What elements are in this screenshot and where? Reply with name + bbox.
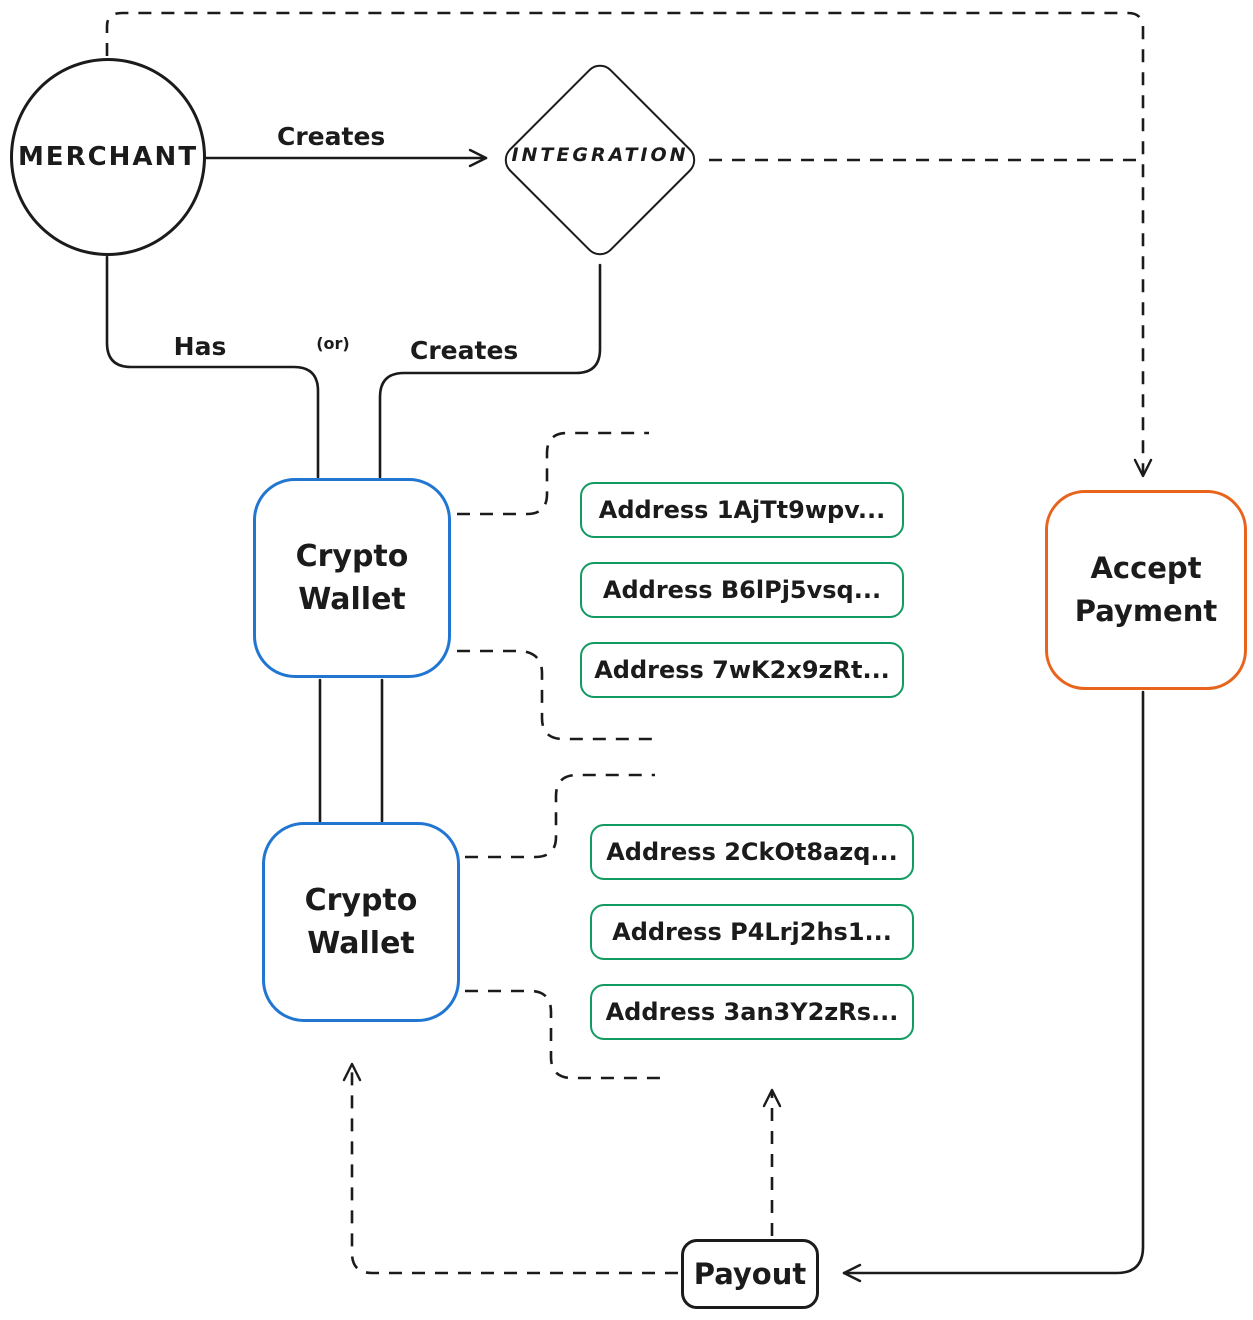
- address-label: Address P4Lrj2hs1...: [612, 918, 892, 946]
- edge-label-has: Has: [170, 332, 230, 361]
- edge-label-creates-mid: Creates: [410, 336, 519, 365]
- bracket-wallet2-addresses-top: [465, 773, 655, 859]
- edge-payout-wallet2: [342, 1062, 678, 1275]
- edge-merchant-has-wallet: [105, 255, 320, 479]
- payout-node: Payout: [681, 1239, 819, 1309]
- crypto-wallet-2-label: Crypto Wallet: [304, 882, 418, 962]
- accept-payment-label: Accept Payment: [1074, 550, 1218, 629]
- address-chip: Address 7wK2x9zRt...: [580, 642, 904, 698]
- payout-label: Payout: [693, 1257, 807, 1291]
- address-chip: Address 3an3Y2zRs...: [590, 984, 914, 1040]
- edge-label-or: (or): [307, 334, 359, 353]
- address-label: Address B6lPj5vsq...: [602, 576, 882, 604]
- crypto-wallet-1-node: Crypto Wallet: [253, 478, 451, 678]
- merchant-label: MERCHANT: [17, 142, 199, 172]
- accept-payment-node: Accept Payment: [1045, 490, 1247, 690]
- address-label: Address 2CkOt8azq...: [606, 838, 898, 866]
- address-chip: Address 2CkOt8azq...: [590, 824, 914, 880]
- address-label: Address 7wK2x9zRt...: [594, 656, 890, 684]
- edge-integration-creates-wallet: [378, 263, 602, 479]
- edge-merchant-top-loop-accept-payment: [105, 11, 1153, 478]
- integration-label: INTEGRATION: [511, 144, 689, 166]
- address-chip: Address B6lPj5vsq...: [580, 562, 904, 618]
- address-label: Address 3an3Y2zRs...: [605, 998, 899, 1026]
- bracket-wallet2-addresses-bottom: [465, 989, 668, 1080]
- edge-accept-payment-payout: [842, 690, 1145, 1283]
- crypto-wallet-1-label: Crypto Wallet: [295, 538, 409, 618]
- crypto-wallet-2-node: Crypto Wallet: [262, 822, 460, 1022]
- edge-label-creates-top: Creates: [277, 122, 386, 151]
- bracket-wallet1-addresses-bottom: [457, 649, 659, 741]
- address-chip: Address P4Lrj2hs1...: [590, 904, 914, 960]
- address-chip: Address 1AjTt9wpv...: [580, 482, 904, 538]
- merchant-node: MERCHANT: [10, 58, 206, 256]
- address-label: Address 1AjTt9wpv...: [598, 496, 886, 524]
- bracket-wallet1-addresses-top: [457, 431, 649, 516]
